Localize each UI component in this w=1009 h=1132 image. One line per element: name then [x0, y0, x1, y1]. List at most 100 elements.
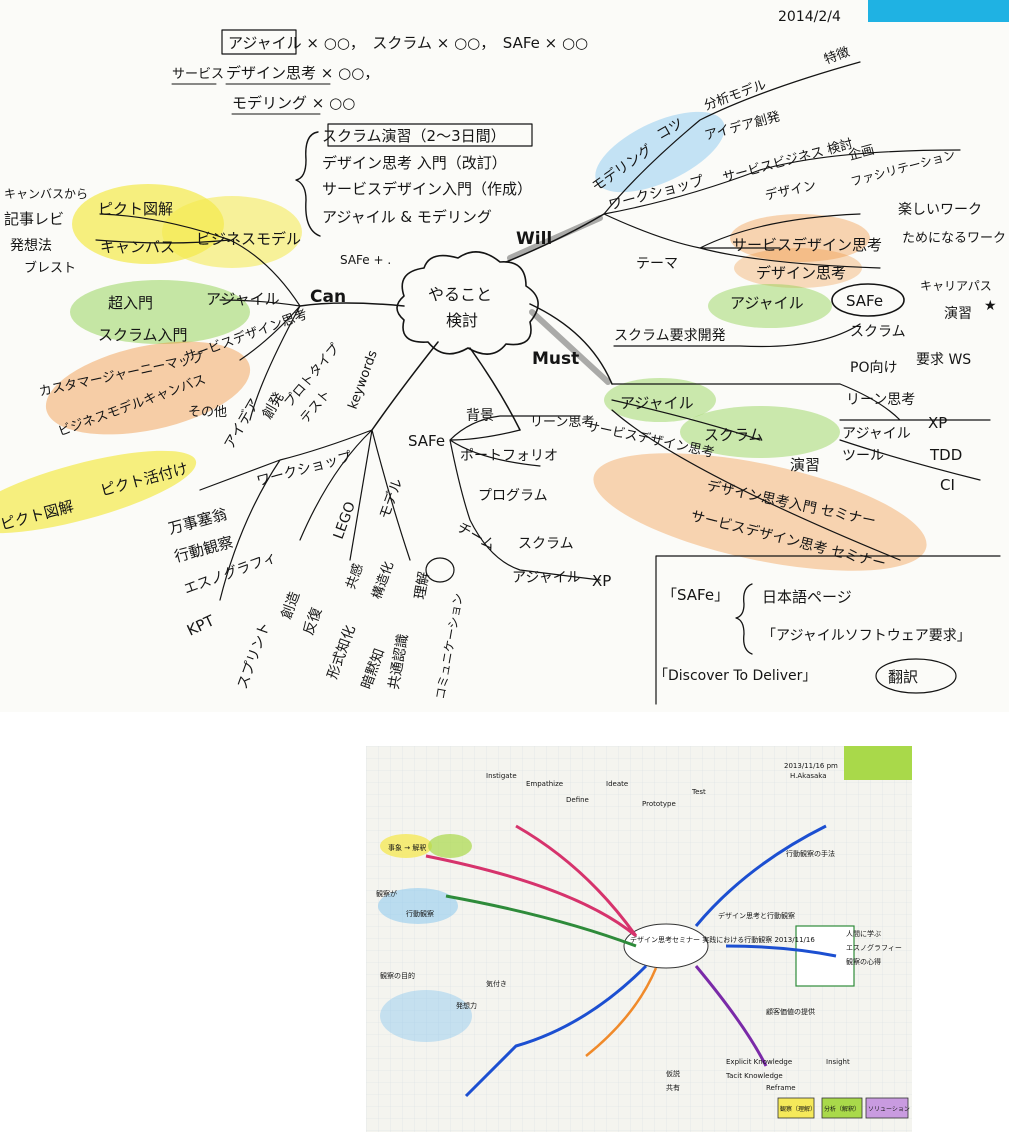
left-label-5: 発想力: [456, 1001, 477, 1010]
can-subtree-lines: [95, 213, 301, 421]
bottom-label-2: Tacit Knowledge: [725, 1072, 783, 1080]
can-canvas-from: キャンバスから: [4, 187, 88, 201]
kw-kyouko: 共感: [343, 561, 367, 591]
header-underlines: [171, 83, 331, 115]
green-blob-1: [428, 834, 472, 858]
branch-must: Must: [532, 349, 579, 369]
right-label-2: 人間に学ぶ: [846, 929, 881, 938]
will-agile: アジャイル: [730, 294, 804, 312]
left-label-6: 観察の目的: [380, 971, 415, 980]
kw-kouka: 構造化: [370, 560, 397, 602]
right-label-5: 行動観察の手法: [786, 849, 835, 858]
yellow-blob-1: [380, 834, 432, 858]
note-agile-soft: 「アジャイルソフトウェア要求」: [762, 628, 971, 644]
bottom-label-3: Insight: [826, 1058, 850, 1066]
kw-model: モデル: [376, 476, 406, 521]
tag-1: 観察（理解）: [780, 1105, 816, 1113]
kw-kodo: 行動観察: [172, 533, 235, 566]
mind-map-photo-top: 2014/2/4 アジャイル × ○○， スクラム × ○○， SAFe × ○…: [0, 0, 1009, 705]
note-nihongo: 日本語ページ: [762, 588, 852, 606]
will-tameni: ためになるワーク: [902, 231, 1006, 246]
key-4: Ideate: [606, 780, 628, 788]
blue-blob-2: [380, 990, 472, 1042]
agenda-item-3: サービスデザイン入門（作成）: [322, 180, 532, 198]
kw-sprint: スプリント: [235, 620, 274, 691]
safe-label: SAFe: [408, 432, 445, 450]
right-label-3: エスノグラフィー: [846, 943, 902, 952]
tag-yellow: [777, 1097, 815, 1119]
pict-bottom-highlight: [0, 450, 197, 534]
bottom-date: 2013/11/16 pm: [784, 762, 838, 770]
kw-katachi: 形式知化: [324, 623, 359, 681]
kw-kpt: KPT: [184, 611, 218, 640]
purple-branch: [694, 965, 768, 1067]
kw-anmoku: 暗黙知: [358, 646, 388, 691]
branch-keywords: keywords: [346, 348, 381, 411]
bottom-label-6: 共有: [666, 1083, 680, 1092]
honyaku-circle: [875, 658, 957, 694]
bizmodel-highlight: [162, 196, 302, 268]
safe-lean: リーン思考: [530, 415, 594, 430]
notes-box: [655, 555, 1001, 705]
kw-banji: 万事塞翁: [166, 505, 229, 538]
will-kata: 分析モデル: [702, 76, 769, 113]
keywords-subtree-lines: [199, 429, 411, 601]
design-thinking-highlight: [734, 248, 862, 288]
header-line2: デザイン思考 × ○○，: [226, 64, 379, 82]
left-label-3: 行動観察: [406, 909, 434, 918]
safe-program: プログラム: [478, 488, 548, 504]
bottom-author: H.Akasaka: [790, 772, 827, 780]
can-sonota: その他: [188, 405, 227, 420]
bottom-center-cloud: [623, 923, 709, 969]
will-career: キャリアパス: [920, 279, 992, 293]
mind-map-drawing: 2014/2/4 アジャイル × ○○， スクラム × ○○， SAFe × ○…: [0, 0, 1009, 705]
will-service-design: サービスデザイン思考: [732, 236, 882, 254]
kw-souhatsu: 創発: [260, 390, 288, 422]
note-safe: 「SAFe」: [662, 586, 729, 604]
mind-map-drawing-color: 2013/11/16 pm H.Akasaka デザイン思考セミナー 実践におけ…: [366, 746, 912, 1132]
date-label: 2014/2/4: [778, 9, 841, 25]
kw-kyotsu: 共通認識: [386, 633, 411, 691]
center-line2: 検討: [446, 311, 478, 330]
safe-agile: アジャイル: [512, 570, 581, 586]
left-label-4: 気付き: [486, 979, 507, 988]
must-agile: アジャイル: [620, 394, 694, 412]
center-line1: やること: [428, 285, 492, 304]
agenda-item-1: スクラム演習（2〜3日間）: [322, 127, 506, 145]
can-canvas: キャンバス: [100, 238, 175, 256]
branch-hatching: [507, 215, 611, 385]
mind-map-photo-bottom: 2013/11/16 pm H.Akasaka デザイン思考セミナー 実践におけ…: [366, 746, 912, 1132]
note-honyaku: 翻訳: [888, 668, 918, 686]
will-scrum-dev: スクラム要求開発: [614, 328, 726, 344]
note-discover: 「Discover To Deliver」: [654, 668, 816, 684]
can-bizmodel: ビジネスモデル: [196, 230, 301, 248]
can-chonyumon: 超入門: [108, 294, 153, 312]
notes-brace: [735, 583, 753, 655]
kw-small-circle: [425, 557, 455, 583]
center-cloud: [396, 251, 539, 355]
will-star: ★: [984, 298, 997, 314]
tag-green: [821, 1097, 863, 1119]
key-1: Instigate: [486, 772, 517, 780]
right-label-6: 顧客価値の提供: [766, 1007, 815, 1016]
agile-will-highlight: [708, 284, 832, 328]
will-idea: アイデア創発: [703, 108, 782, 143]
key-3: Define: [566, 796, 589, 804]
must-scrum: スクラム: [704, 426, 764, 444]
must-agile2: アジャイル: [842, 426, 911, 442]
must-tool: ツール: [842, 448, 884, 464]
safe-xp: XP: [592, 572, 611, 590]
kw-idea: アイデア: [221, 396, 263, 452]
agenda-extra: SAFe + .: [340, 253, 391, 267]
tag-purple: [865, 1097, 909, 1119]
must-subtree-lines: [611, 383, 991, 561]
can-pict: ピクト図解: [98, 200, 173, 218]
header-line2-label: サービス: [172, 67, 224, 82]
agenda-brace: [295, 131, 321, 237]
main-branches: [299, 213, 613, 431]
must-tdd: TDD: [929, 446, 962, 464]
can-agile: アジャイル: [206, 290, 280, 308]
will-po: PO向け: [850, 360, 897, 376]
blue-branches: [464, 824, 837, 1098]
bottom-label-1: Explicit Knowledge: [726, 1058, 792, 1066]
